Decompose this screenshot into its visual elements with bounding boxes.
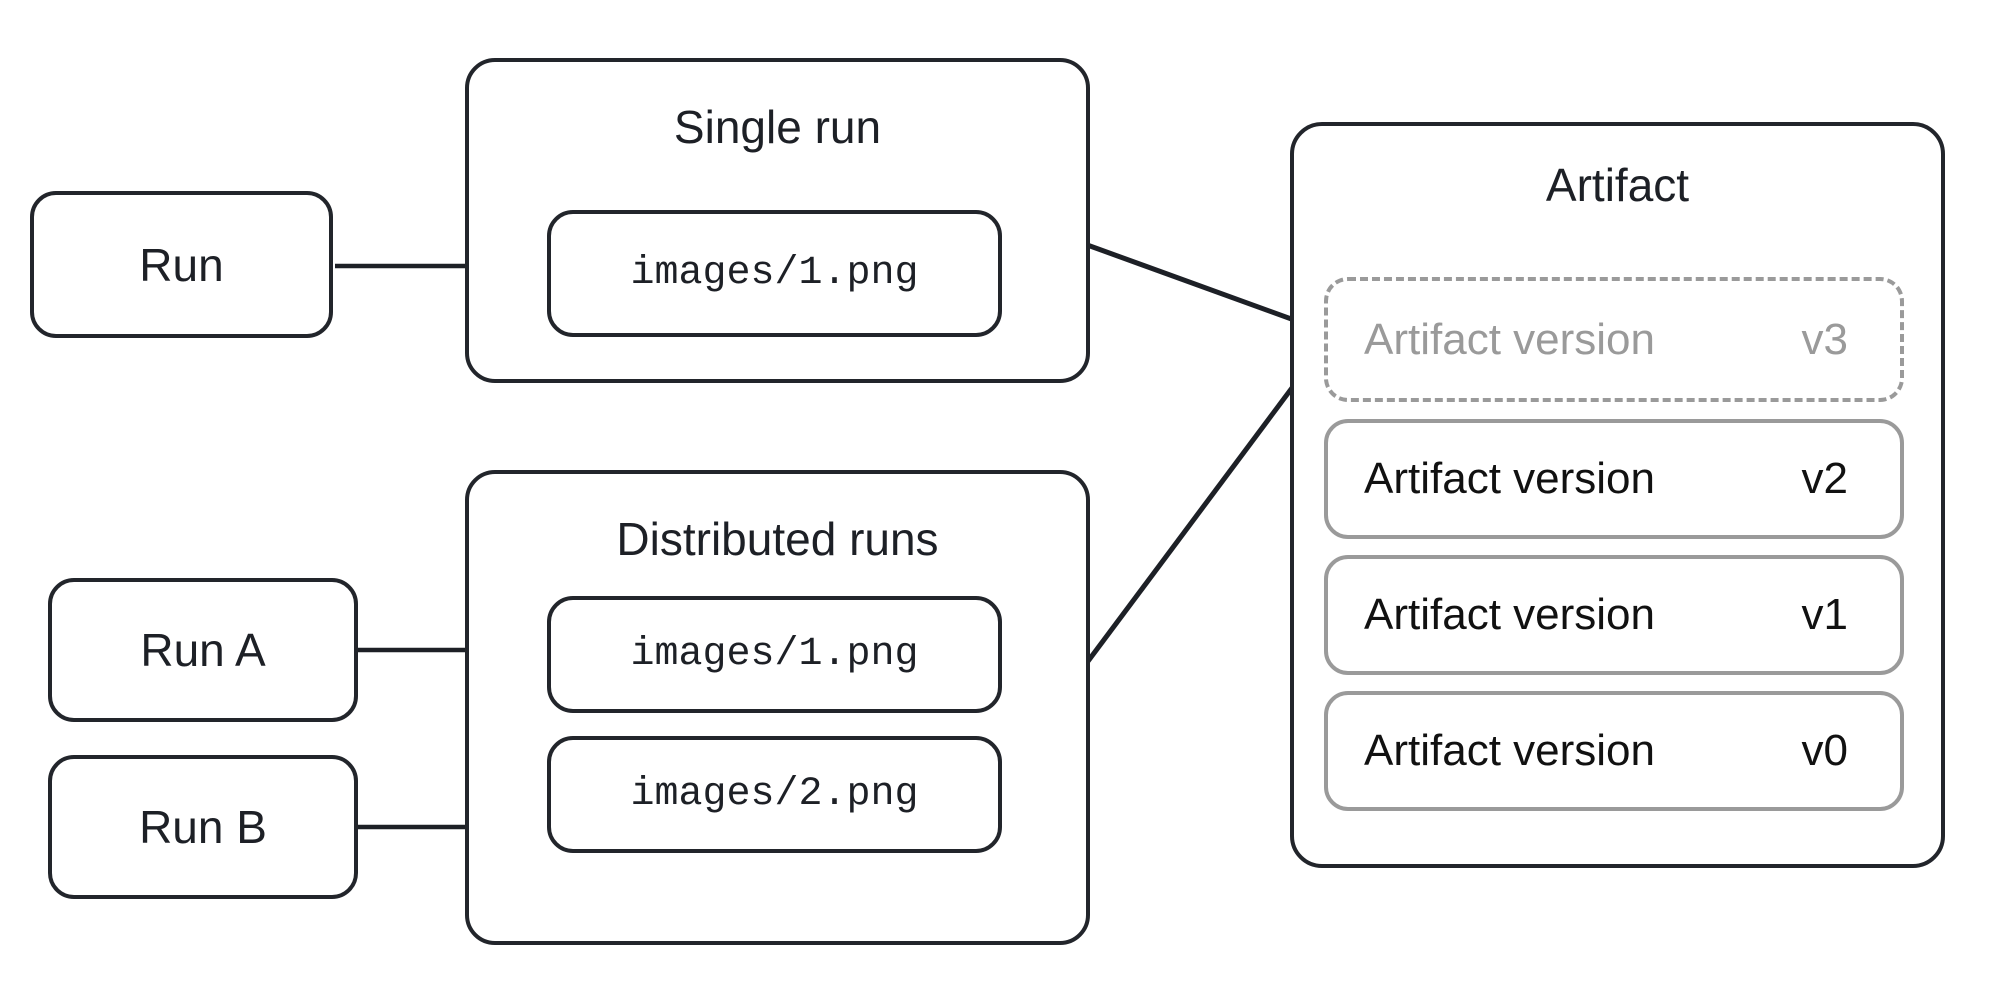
file-node-images-1-png-single[interactable]: images/1.png: [547, 210, 1002, 337]
file-node-label: images/1.png: [630, 632, 919, 677]
artifact-version-row-v1[interactable]: Artifact version v1: [1324, 555, 1904, 675]
artifact-version-name: Artifact version: [1364, 726, 1655, 775]
node-run[interactable]: Run: [30, 191, 333, 338]
artifact-version-tag: v2: [1801, 454, 1848, 503]
artifact-panel-title: Artifact: [1545, 159, 1690, 211]
artifact-version-tag: v0: [1801, 726, 1848, 775]
artifact-panel: Artifact Artifact version v3 Artifact ve…: [1290, 122, 1945, 868]
file-node-label: images/2.png: [630, 772, 919, 817]
artifact-version-name: Artifact version: [1364, 590, 1655, 639]
artifact-version-name: Artifact version: [1364, 314, 1655, 364]
node-run-b-label: Run B: [139, 801, 267, 853]
group-single-run-title: Single run: [673, 101, 882, 153]
artifact-version-name: Artifact version: [1364, 454, 1655, 503]
file-node-images-2-png-distributed[interactable]: images/2.png: [547, 736, 1002, 853]
node-run-a[interactable]: Run A: [48, 578, 358, 722]
file-node-images-1-png-distributed[interactable]: images/1.png: [547, 596, 1002, 713]
node-run-b[interactable]: Run B: [48, 755, 358, 899]
group-distributed-runs-title: Distributed runs: [616, 513, 939, 565]
artifact-version-row-v0[interactable]: Artifact version v0: [1324, 691, 1904, 811]
artifact-version-tag: v1: [1801, 590, 1848, 639]
artifact-version-tag: v3: [1801, 314, 1848, 364]
group-distributed-runs: Distributed runs images/1.png images/2.p…: [465, 470, 1090, 945]
artifact-version-row-v2[interactable]: Artifact version v2: [1324, 419, 1904, 539]
artifact-version-row-v3[interactable]: Artifact version v3: [1324, 277, 1904, 402]
file-node-label: images/1.png: [630, 251, 919, 296]
node-run-a-label: Run A: [140, 624, 266, 676]
group-single-run: Single run images/1.png: [465, 58, 1090, 383]
node-run-label: Run: [139, 238, 224, 291]
